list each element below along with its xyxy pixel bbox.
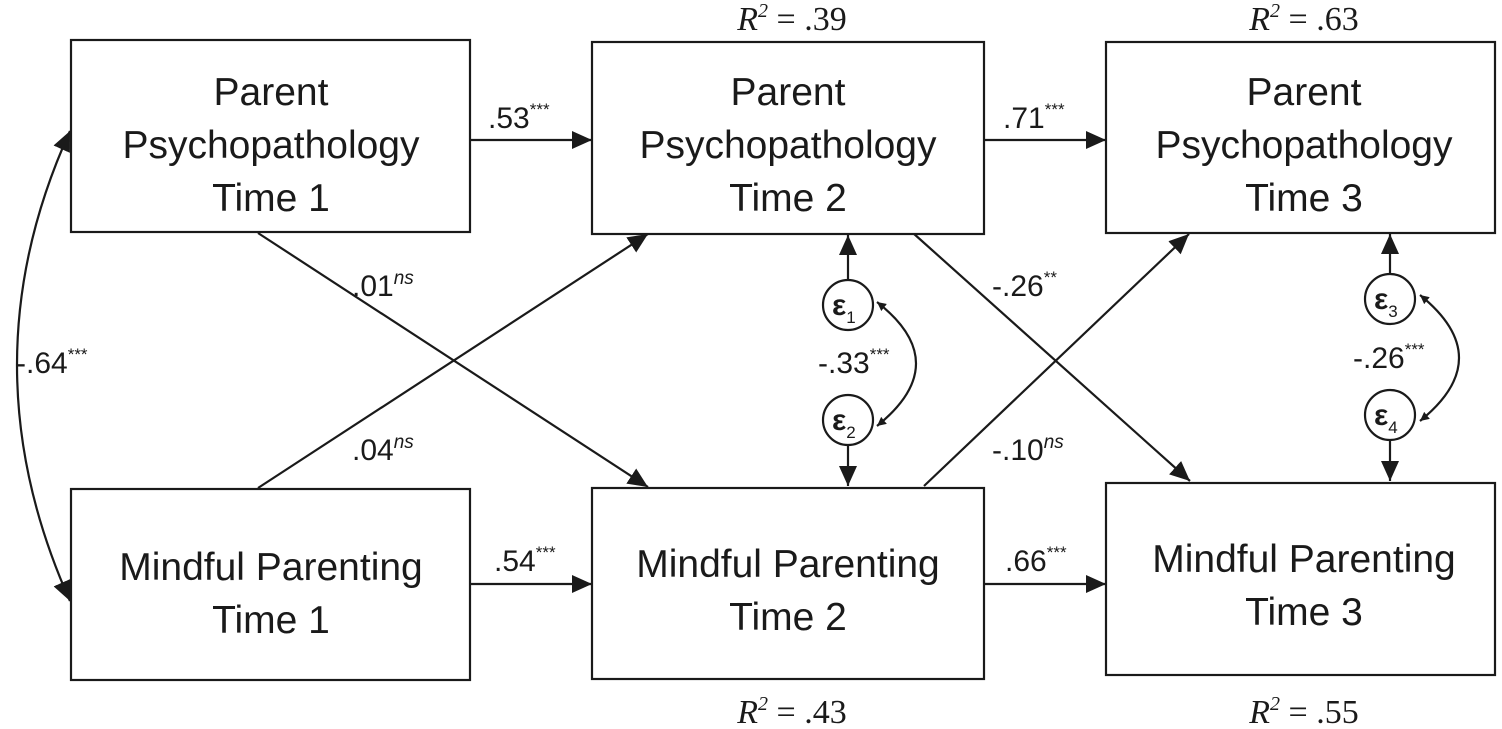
error-e4-symbol: ε (1374, 399, 1388, 432)
error-e3: ε3 (1363, 272, 1417, 326)
error-e3-subscript: 3 (1388, 302, 1397, 321)
error-e4-subscript: 4 (1388, 418, 1397, 437)
box-pp2-line1: Parent (731, 71, 846, 114)
coef-mp1-pp2: .04ns (352, 432, 414, 467)
r2-pp2: R2 = .39 (736, 0, 846, 38)
error-e2: ε2 (821, 393, 875, 447)
box-mp3: Mindful Parenting Time 3 (1104, 481, 1497, 677)
coef-e3-e4-cov: -.26*** (1353, 340, 1425, 375)
coef-mp2-mp3: .66*** (1005, 543, 1067, 578)
svg-text:ε1: ε1 (832, 289, 856, 327)
coef-pp1-pp2: .53*** (488, 100, 550, 135)
box-mp1-line1: Mindful Parenting (119, 546, 423, 589)
cov-e1-e2 (876, 301, 918, 427)
error-e2-symbol: ε (832, 404, 846, 437)
error-e1-subscript: 1 (846, 308, 855, 327)
box-mp3-line2: Time 3 (1245, 591, 1363, 634)
coef-e1-e2-cov: -.33*** (818, 345, 890, 380)
cov-e3-e4 (1419, 294, 1461, 422)
error-e4: ε4 (1363, 388, 1417, 442)
box-pp1: Parent Psychopathology Time 1 (69, 38, 472, 234)
box-pp3-line3: Time 3 (1245, 177, 1363, 220)
cov-pp1-mp1 (16, 130, 72, 602)
box-pp3-line2: Psychopathology (1155, 124, 1453, 167)
box-pp1-line1: Parent (214, 71, 329, 114)
box-mp2-line2: Time 2 (729, 596, 847, 639)
error-e1-symbol: ε (832, 289, 846, 322)
path-mp2-pp3 (923, 233, 1190, 487)
svg-text:ε3: ε3 (1374, 283, 1398, 321)
box-mp2-line1: Mindful Parenting (636, 543, 940, 586)
box-pp2-line3: Time 2 (729, 177, 847, 220)
coef-pp1-mp2: .01ns (352, 268, 414, 303)
error-e1: ε1 (821, 278, 875, 332)
box-pp3-line1: Parent (1247, 71, 1362, 114)
path-pp2-mp3 (912, 232, 1191, 482)
coef-pp2-pp3: .71*** (1003, 100, 1065, 135)
coef-pp1-mp1-cov: -.64*** (16, 345, 88, 380)
box-pp3: Parent Psychopathology Time 3 (1104, 40, 1497, 235)
box-pp1-line2: Psychopathology (122, 124, 420, 167)
r2-mp3: R2 = .55 (1248, 693, 1358, 729)
box-mp1-line2: Time 1 (212, 599, 330, 642)
error-e2-subscript: 2 (846, 423, 855, 442)
box-pp1-line3: Time 1 (212, 177, 330, 220)
r2-pp3: R2 = .63 (1248, 0, 1358, 38)
box-pp2: Parent Psychopathology Time 2 (590, 40, 986, 236)
box-mp2: Mindful Parenting Time 2 (590, 486, 986, 681)
box-mp1: Mindful Parenting Time 1 (69, 487, 472, 682)
box-pp2-line2: Psychopathology (639, 124, 937, 167)
coef-pp2-mp3: -.26** (992, 268, 1057, 303)
svg-text:ε2: ε2 (832, 404, 856, 442)
coef-mp2-pp3: -.10ns (992, 432, 1064, 467)
svg-text:ε4: ε4 (1374, 399, 1398, 437)
path-mp1-pp2 (257, 233, 649, 489)
r2-mp2: R2 = .43 (736, 693, 846, 729)
box-mp3-line1: Mindful Parenting (1152, 538, 1456, 581)
coef-mp1-mp2: .54*** (494, 543, 556, 578)
error-e3-symbol: ε (1374, 283, 1388, 316)
